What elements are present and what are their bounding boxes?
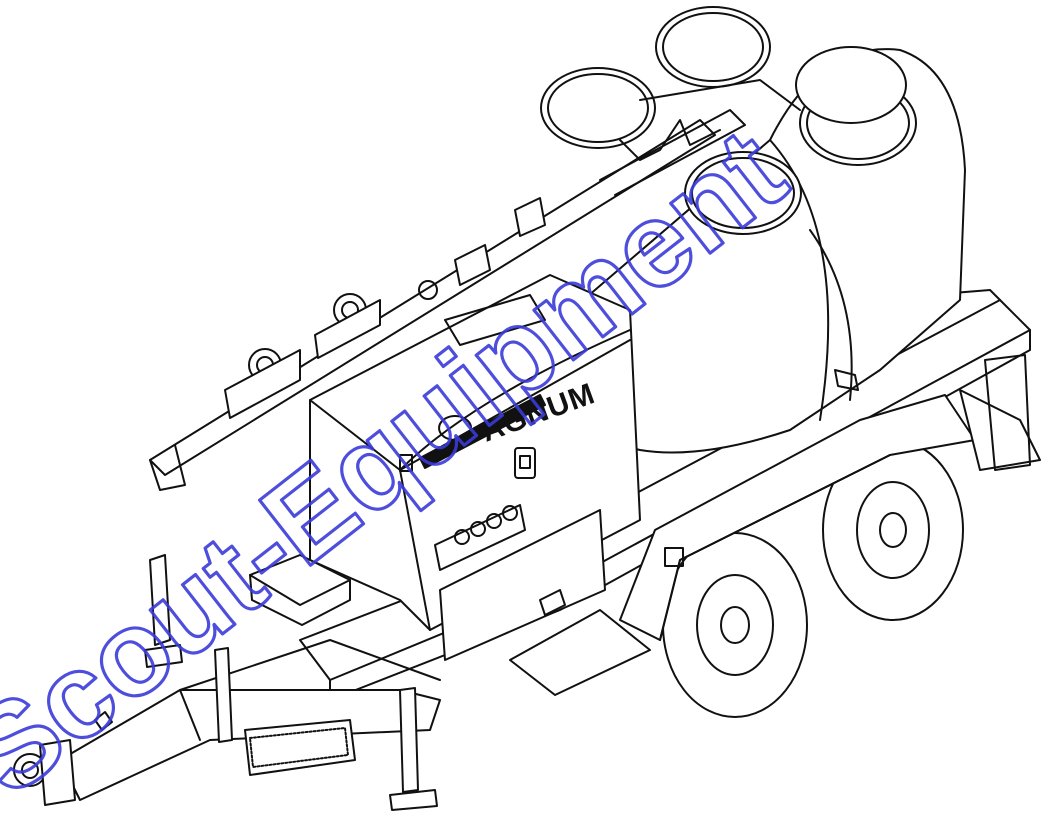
- jack-stands: [144, 354, 1031, 811]
- flood-lamps: [540, 6, 917, 235]
- fender-step: [509, 609, 651, 696]
- front-platform: [249, 554, 351, 626]
- generator-enclosure: [309, 274, 641, 661]
- wheels-and-fenders: [619, 389, 1041, 718]
- light-mast: [149, 109, 746, 491]
- entry-step: [244, 719, 356, 776]
- mast-winches: [224, 293, 381, 419]
